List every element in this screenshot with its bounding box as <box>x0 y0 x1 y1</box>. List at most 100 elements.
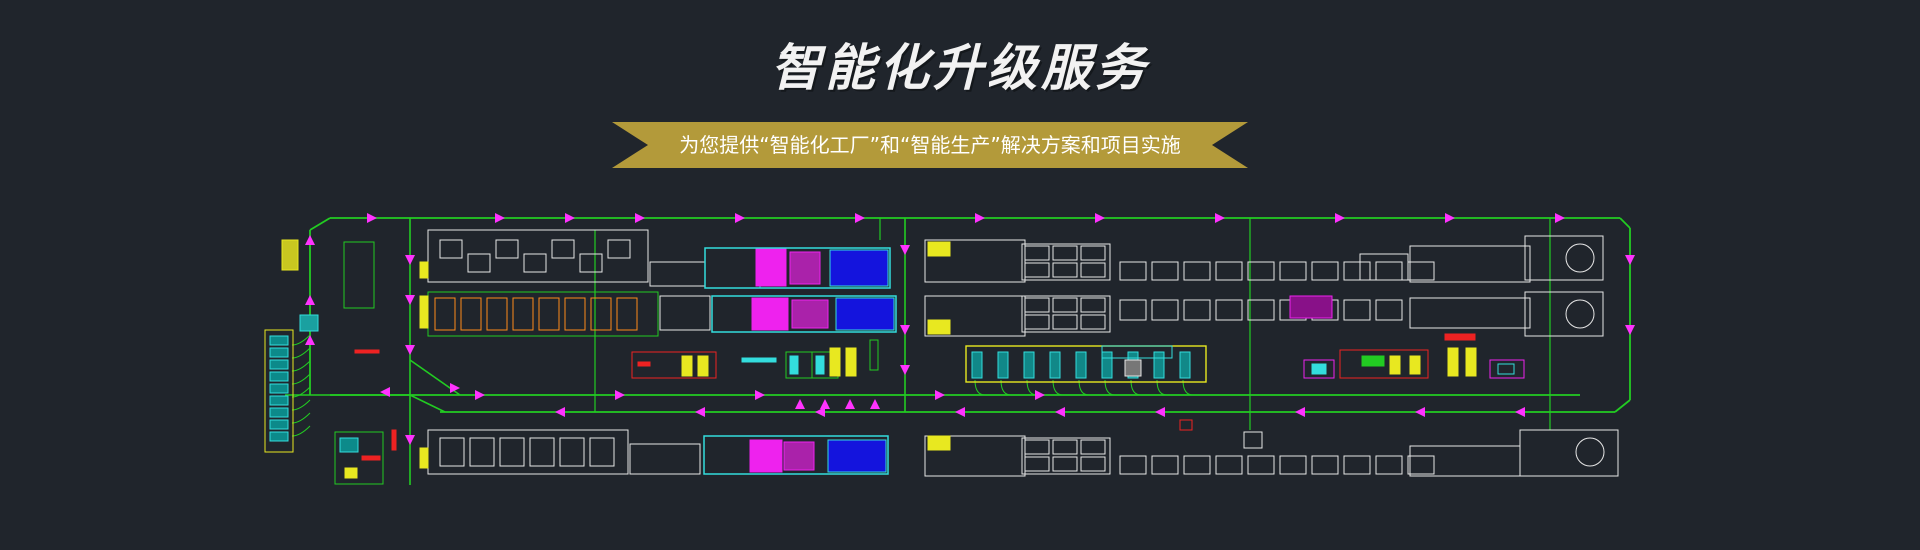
blue-station <box>827 439 887 473</box>
machine-cell <box>1279 261 1307 281</box>
yellow-module <box>1409 355 1421 375</box>
assembly-cell-orange <box>512 297 534 331</box>
conveyor-fan-line <box>291 347 311 359</box>
control-room-green <box>334 431 384 485</box>
storage-rack-slot <box>269 335 289 346</box>
machine-cell <box>1343 261 1371 281</box>
conveyor-fan-line <box>291 360 311 372</box>
transfer-unit <box>629 443 701 475</box>
rack-station <box>1409 445 1521 477</box>
module-unit-cyan <box>1075 351 1087 379</box>
yellow-marker <box>419 295 429 329</box>
storage-rack-slot <box>269 407 289 418</box>
flow-arrow-icon <box>900 365 910 375</box>
machine-cell <box>1247 455 1275 475</box>
module-bank-frame <box>965 345 1207 383</box>
control-room-marker <box>361 455 381 461</box>
flow-arrow-icon <box>565 213 575 223</box>
flow-arrow-icon <box>870 399 880 409</box>
yellow-module <box>845 347 857 377</box>
assembly-cell-orange <box>564 297 586 331</box>
grid-cell <box>1052 262 1078 278</box>
machine-cell <box>589 437 615 467</box>
flow-arrow-icon <box>305 235 315 245</box>
transfer-unit <box>649 261 706 287</box>
machine-cell <box>607 239 631 259</box>
magenta-station <box>749 439 783 473</box>
flow-arrow-icon <box>1625 255 1635 265</box>
grid-station <box>1021 437 1111 475</box>
blue-station <box>829 249 889 287</box>
flow-arrow-icon <box>450 383 460 393</box>
machine-cell <box>1119 261 1147 281</box>
control-box-icon <box>1243 431 1263 449</box>
flow-arrow-icon <box>1515 407 1525 417</box>
magenta-cell <box>1303 359 1335 379</box>
machine-cell <box>579 253 603 273</box>
production-line-6 <box>924 435 1026 477</box>
machine-cell <box>1119 299 1147 321</box>
flow-arrow-icon <box>845 399 855 409</box>
conveyor-corner-tl <box>309 217 331 231</box>
magenta-station <box>783 441 815 471</box>
conveyor-branch-lower <box>409 394 446 413</box>
machine-cell <box>1279 455 1307 475</box>
robot-arm-icon <box>1565 299 1595 329</box>
machine-cell <box>1407 261 1435 281</box>
assembly-cell-orange <box>616 297 638 331</box>
red-marker-bar <box>354 349 380 354</box>
production-line-4 <box>924 239 1026 283</box>
grid-cell <box>1024 456 1050 472</box>
yellow-module <box>681 355 693 377</box>
control-room-unit <box>344 467 358 479</box>
grid-cell <box>1052 297 1078 313</box>
flow-arrow-icon <box>367 213 377 223</box>
robot-cell <box>1524 291 1604 337</box>
module-unit-cyan <box>1153 351 1165 379</box>
storage-rack-slot <box>269 371 289 382</box>
grid-cell <box>1024 245 1050 261</box>
flow-arrow-icon <box>405 255 415 265</box>
storage-rack-frame <box>264 329 294 453</box>
flow-arrow-icon <box>795 399 805 409</box>
flow-arrow-icon <box>695 407 705 417</box>
grid-cell <box>1024 439 1050 455</box>
storage-rack-slot <box>269 431 289 442</box>
machine-cell <box>1151 261 1179 281</box>
rack-station <box>1409 245 1531 283</box>
conveyor-corner-tr <box>1619 217 1631 229</box>
machine-cell <box>439 239 463 259</box>
flow-arrows <box>305 213 1635 445</box>
storage-rack-slot <box>269 359 289 370</box>
storage-rack-slot <box>269 347 289 358</box>
grid-cell <box>1080 456 1106 472</box>
yellow-module <box>829 347 841 377</box>
grid-cell <box>1024 262 1050 278</box>
storage-rack-slot <box>269 383 289 394</box>
flow-arrow-icon <box>305 295 315 305</box>
flow-arrow-icon <box>1625 325 1635 335</box>
subtitle-text: 为您提供“智能化工厂”和“智能生产”解决方案和项目实施 <box>679 133 1181 157</box>
flow-arrow-icon <box>900 325 910 335</box>
machine-cell <box>1375 299 1403 321</box>
robot-cell <box>1524 235 1604 281</box>
module-unit-cyan <box>1179 351 1191 379</box>
machine-cell <box>1151 455 1179 475</box>
machine-cell <box>1343 299 1371 321</box>
magenta-station <box>755 247 787 287</box>
station-cyan-small <box>299 314 319 332</box>
yellow-marker <box>419 261 429 279</box>
page-title: 智能化升级服务 <box>771 39 1149 97</box>
flow-arrow-icon <box>1155 407 1165 417</box>
cyan-module <box>1311 363 1327 375</box>
flow-arrow-icon <box>1055 407 1065 417</box>
red-marker-bar <box>391 429 397 451</box>
inspection-area-red <box>1339 349 1429 379</box>
flow-arrow-icon <box>1415 407 1425 417</box>
cyan-bar <box>741 357 777 363</box>
flow-arrow-icon <box>1035 390 1045 400</box>
machine-cell <box>495 239 519 259</box>
conveyor-fan-line <box>291 373 311 385</box>
flow-arrow-icon <box>1095 213 1105 223</box>
grid-cell <box>1080 297 1106 313</box>
